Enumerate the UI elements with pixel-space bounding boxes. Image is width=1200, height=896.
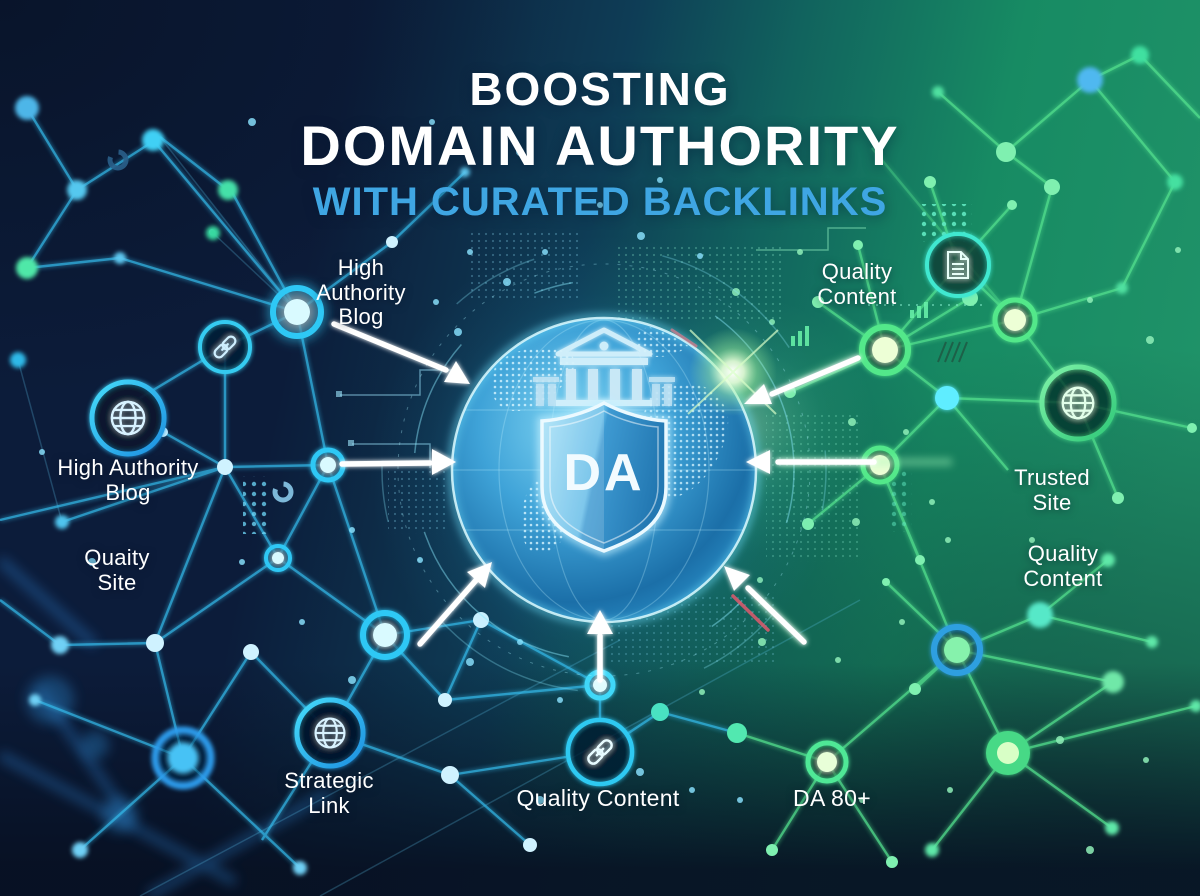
- label-strategic-link-bottom: Strategic Link: [284, 768, 374, 818]
- arrow-left-icon: [339, 449, 456, 475]
- label-high-authority-blog-top: High Authority Blog: [316, 255, 406, 330]
- site-icon-nodes: [89, 232, 1117, 787]
- label-da-80-bottom: DA 80+: [793, 785, 871, 811]
- arrow-bottom-icon: [587, 610, 613, 683]
- label-quality-content-right: Quality Content: [1023, 541, 1103, 591]
- globe-site-icon-left: [89, 379, 167, 457]
- title-line-2: DOMAIN AUTHORITY: [300, 114, 900, 177]
- bokeh-lines: [0, 556, 333, 896]
- title-line-3: WITH CURATED BACKLINKS: [312, 180, 888, 224]
- arrow-top-left-icon: [331, 321, 470, 384]
- label-high-authority-blog-left: High Authority Blog: [57, 455, 199, 505]
- da-badge: DA: [563, 444, 644, 502]
- central-globe: DA: [369, 235, 875, 705]
- shield-icon: DA: [537, 397, 671, 556]
- globe-site-icon-bottom-left: [294, 697, 366, 769]
- link-icon-top-left: [198, 320, 252, 374]
- link-icon-bottom: [565, 717, 635, 787]
- page-title: BOOSTING DOMAIN AUTHORITY WITH CURATED B…: [0, 66, 1200, 222]
- label-quality-content-bottom: Quality Content: [516, 785, 680, 811]
- arrow-bottom-left-icon: [417, 562, 492, 647]
- arrow-bottom-right-icon: [724, 566, 807, 645]
- arrow-right-icon: [746, 450, 877, 474]
- backlink-arrows: [331, 321, 877, 683]
- title-line-1: BOOSTING: [469, 63, 731, 115]
- document-icon-top-right: [925, 232, 991, 298]
- arrow-right-upper-icon: [744, 355, 861, 404]
- label-trusted-site-right: Trusted Site: [1014, 465, 1090, 515]
- globe-site-icon-right: [1039, 364, 1117, 442]
- accent-streaks: [670, 328, 770, 632]
- label-quality-content-top: Quality Content: [817, 259, 897, 309]
- label-quaity-site-left: Quaity Site: [84, 545, 150, 595]
